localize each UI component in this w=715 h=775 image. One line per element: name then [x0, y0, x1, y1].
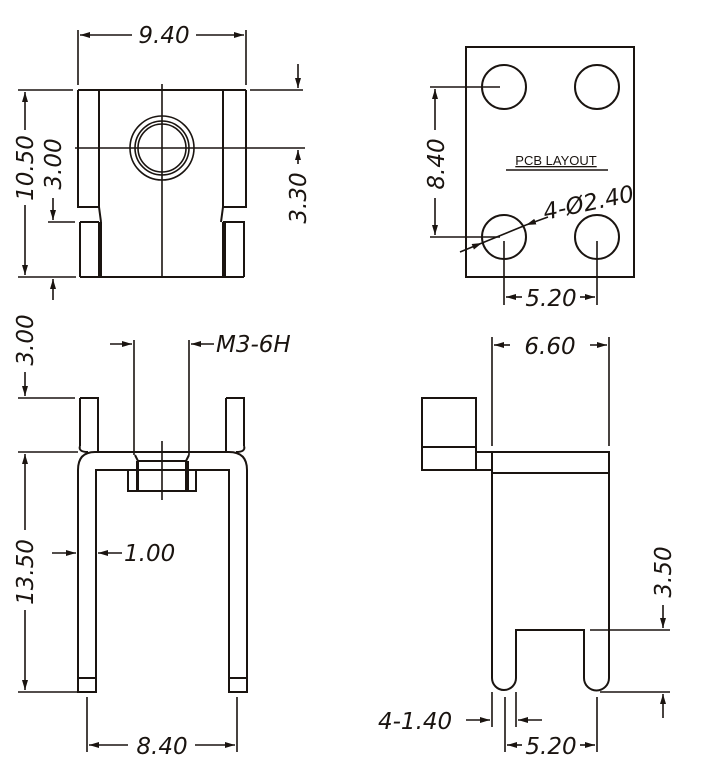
dim-height-front: [18, 454, 78, 693]
dim-slot-depth-label: 3.50: [651, 546, 677, 597]
top-view: 9.40 10.50 3.00 3.30: [13, 23, 312, 300]
dim-tab-height: [18, 372, 78, 453]
dim-thread-label: M3-6H: [216, 332, 291, 358]
dim-pitch-horizontal: [503, 241, 598, 305]
dim-tab-height-label: 3.00: [13, 314, 39, 365]
pcb-layout-title: PCB LAYOUT: [515, 153, 596, 168]
side-view-body: [421, 397, 610, 692]
dim-pin-width: [466, 692, 542, 727]
dim-pin-width-label: 4-1.40: [378, 709, 452, 735]
side-view: 6.60 3.50 4-1.40 5.20: [378, 334, 677, 760]
dim-side-width-label: 6.60: [524, 334, 575, 360]
dim-height: [18, 89, 76, 278]
dim-slot-depth: [590, 605, 670, 718]
dim-hole-diameter-label: 4-Ø2.40: [541, 181, 637, 226]
dim-thickness-label: 1.00: [124, 541, 175, 567]
dim-hole-offset-label: 3.30: [286, 172, 312, 223]
dim-height-front-label: 13.50: [13, 539, 39, 605]
dim-height-label: 10.50: [13, 135, 39, 201]
dim-pin-spacing: [504, 697, 598, 752]
dim-width-label: 9.40: [138, 23, 189, 49]
front-view: M3-6H 3.00 13.50 1.00 8.40: [13, 314, 291, 760]
dim-side-width: [491, 337, 610, 446]
dim-pitch-horizontal-label: 5.20: [525, 286, 576, 312]
dim-leg-spacing-label: 8.40: [136, 734, 187, 760]
pcb-outline: [465, 46, 635, 278]
dim-hole-offset: [250, 64, 303, 164]
dim-pitch-vertical-label: 8.40: [424, 138, 450, 189]
dim-pin-spacing-label: 5.20: [525, 734, 576, 760]
pcb-layout: PCB LAYOUT 8.40 4-Ø2.40 5.20: [424, 46, 637, 312]
dim-slot: [48, 198, 75, 300]
dim-slot-label: 3.00: [41, 138, 67, 189]
dim-pitch-vertical: [430, 86, 500, 238]
dim-hole-diameter: [459, 216, 549, 253]
center-lines: [75, 84, 305, 277]
threaded-hole: [129, 115, 195, 181]
dim-leg-spacing: [86, 697, 238, 752]
dim-width: [77, 30, 247, 85]
